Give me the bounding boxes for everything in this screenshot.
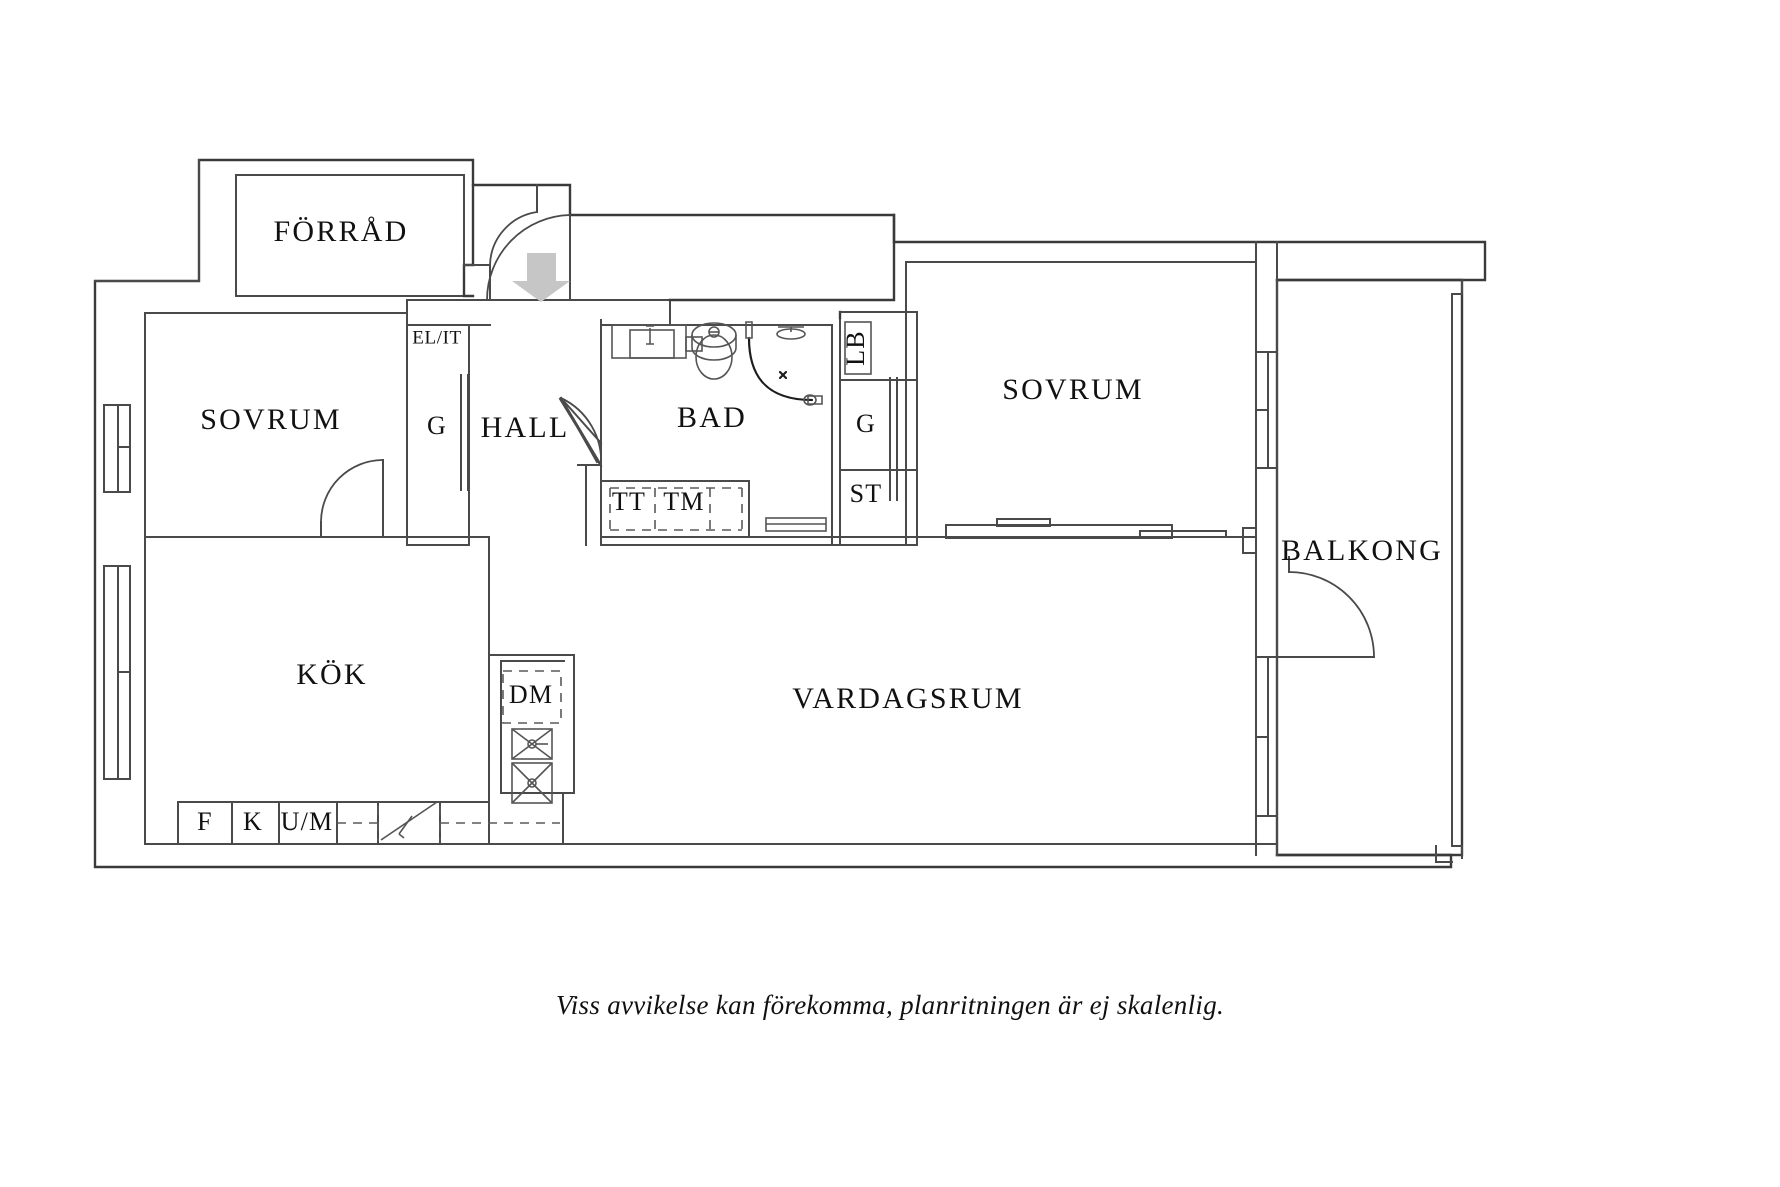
room-bad [600, 310, 918, 546]
room-label-sovrum-right: SOVRUM [1002, 373, 1144, 406]
label-um: U/M [281, 807, 334, 836]
room-kok [144, 536, 575, 845]
entry-door [486, 214, 571, 302]
shower-head [776, 326, 806, 340]
room-label-hall: HALL [481, 411, 570, 444]
label-lb: LB [841, 330, 870, 366]
entry-arrow [512, 253, 570, 302]
label-k: K [243, 807, 263, 836]
wardrobe-rail [945, 518, 1227, 539]
annotation-labels: EL/IT G G LB ST TT TM DM F K U/M [197, 327, 883, 836]
label-f: F [197, 807, 213, 836]
stove-burners [511, 728, 553, 804]
room-sovrum-right [905, 261, 1257, 546]
room-forrad [235, 174, 538, 298]
label-dm: DM [509, 680, 553, 709]
balcony-door [1276, 556, 1375, 658]
label-g-hall: G [427, 411, 447, 440]
room-vardagsrum [573, 536, 1257, 845]
kitchen-base-cabinets [177, 801, 560, 845]
windows [103, 351, 1278, 817]
bath-cabinet [765, 517, 827, 532]
label-g-right: G [856, 409, 876, 438]
room-label-balkong: BALKONG [1281, 534, 1443, 567]
room-label-forrad: FÖRRÅD [274, 215, 409, 248]
room-label-kok: KÖK [296, 658, 368, 691]
wc-toilet [691, 322, 737, 380]
room-label-bad: BAD [677, 401, 747, 434]
kitchen-sink [380, 801, 438, 841]
room-labels: FÖRRÅD SOVRUM HALL BAD SOVRUM BALKONG KÖ… [200, 215, 1443, 715]
bathtub-counter [600, 480, 750, 538]
room-label-sovrum-left: SOVRUM [200, 403, 342, 436]
hall-diagonal-wall [558, 397, 603, 546]
label-tm: TM [663, 487, 704, 516]
label-tt: TT [612, 487, 646, 516]
wash-basin [611, 324, 703, 359]
shower-screen [745, 321, 823, 406]
disclaimer-caption: Viss avvikelse kan förekomma, planritnin… [555, 990, 1225, 1020]
room-label-vardagsrum: VARDAGSRUM [792, 682, 1024, 715]
label-el-it: EL/IT [412, 327, 461, 348]
label-st: ST [850, 479, 883, 508]
